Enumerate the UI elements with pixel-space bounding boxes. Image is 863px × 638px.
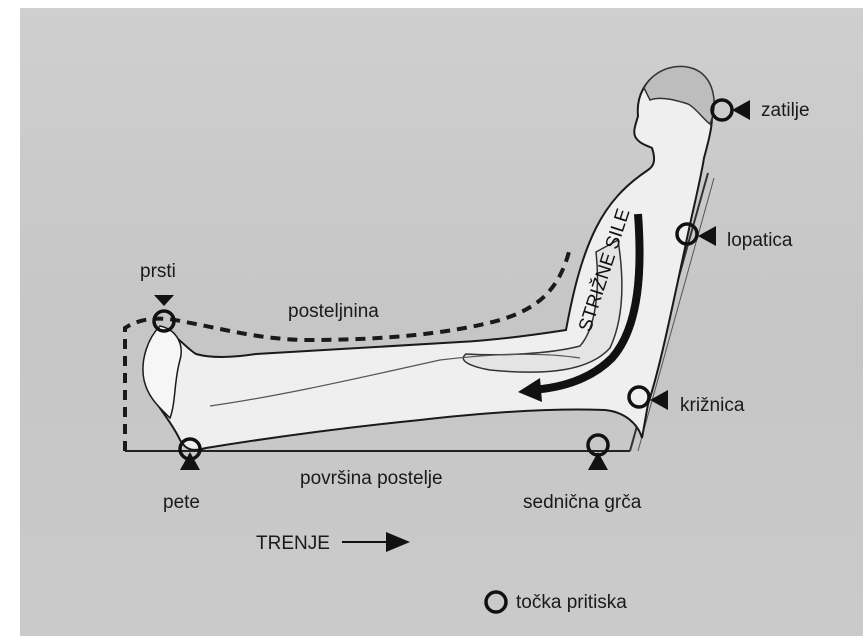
- label-posteljnina: posteljnina: [288, 302, 379, 321]
- label-kriznica: križnica: [680, 396, 744, 415]
- label-povrsina-postelje: površina postelje: [300, 469, 443, 488]
- label-prsti: prsti: [140, 262, 176, 281]
- legend-label: točka pritiska: [516, 593, 627, 612]
- label-zatilje: zatilje: [761, 101, 810, 120]
- pressure-points-diagram: zatilje lopatica križnica prsti posteljn…: [20, 8, 863, 636]
- diagram-background: [20, 8, 863, 636]
- label-lopatica: lopatica: [727, 231, 793, 250]
- label-sednicna-grca: sednična grča: [523, 493, 641, 512]
- label-pete: pete: [163, 493, 200, 512]
- diagram-canvas: [20, 8, 863, 636]
- label-trenje: TRENJE: [256, 534, 330, 553]
